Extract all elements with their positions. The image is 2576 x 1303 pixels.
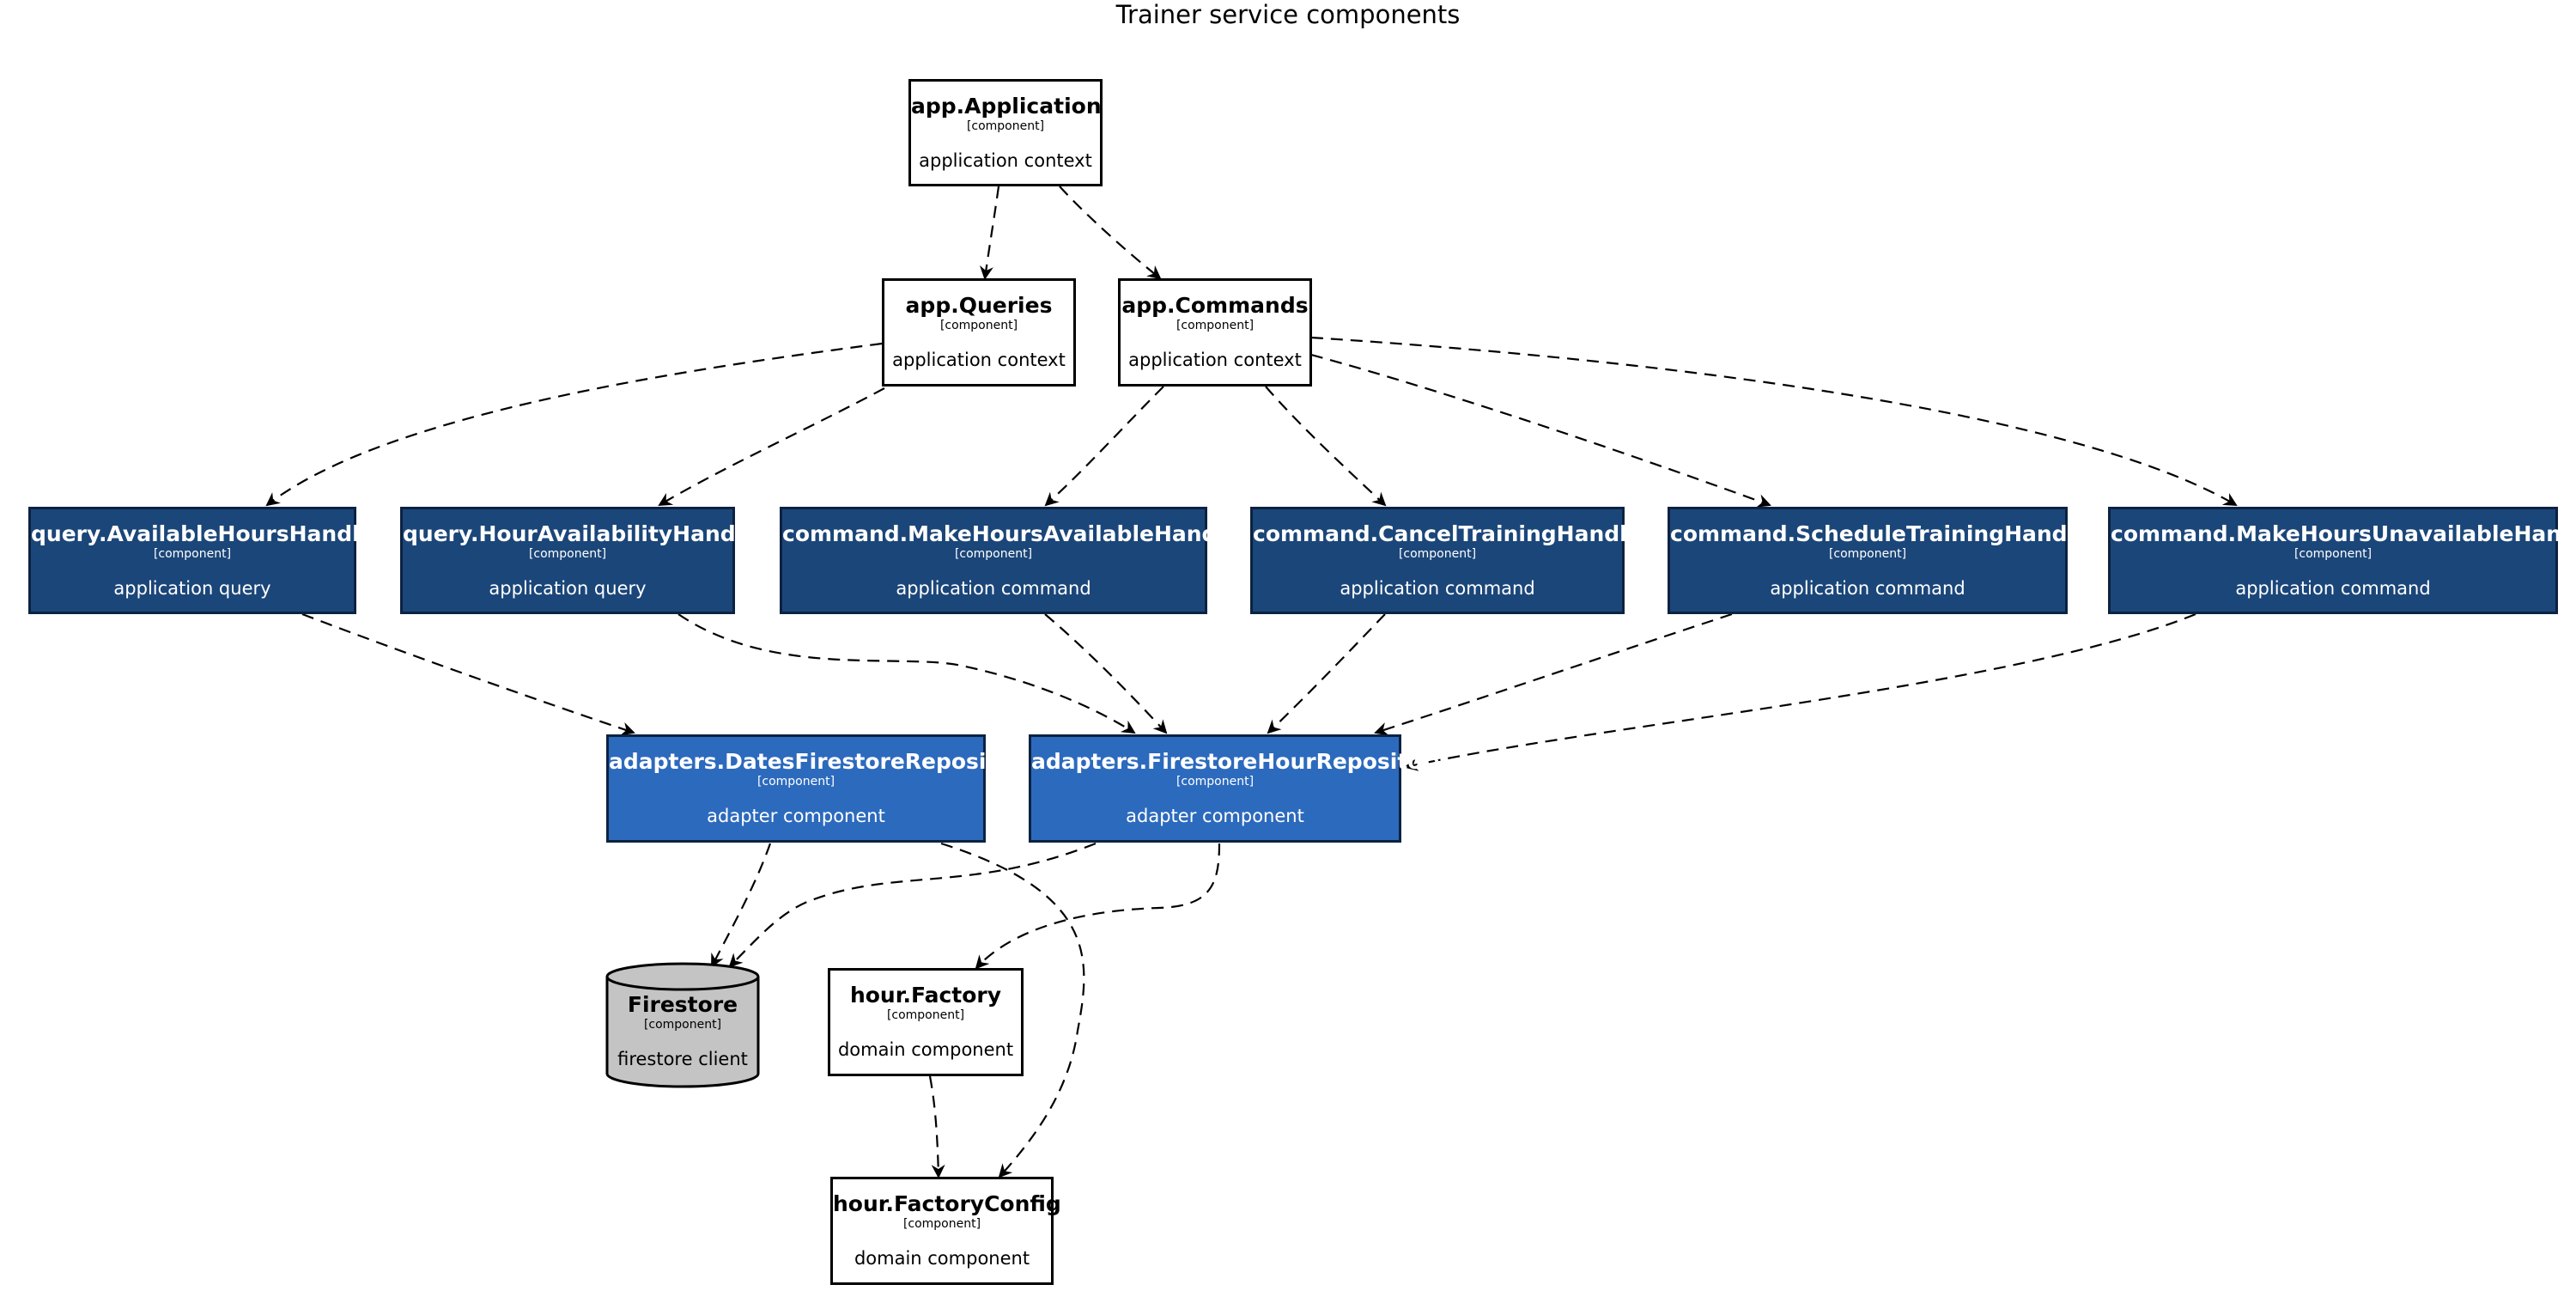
edge-application-to-queries [980,186,1000,280]
node-type: [component] [1828,547,1907,561]
node-description: adapter component [707,806,885,826]
node-name: query.HourAvailabilityHandler [403,521,769,546]
node-name: hour.Factory [849,983,1002,1008]
edge-make-available-to-hour-repo [1044,613,1168,734]
node-type: [component] [886,1008,965,1022]
edge-queries-to-available-hours [265,342,883,507]
node-type: [component] [2293,547,2372,561]
node-app-application: app.Application [component] application … [908,79,1103,186]
node-type: [component] [966,119,1045,133]
node-hour-factory-config: hour.FactoryConfig [component] domain co… [830,1177,1061,1285]
node-name: hour.FactoryConfig [833,1191,1061,1216]
node-hour-availability-handler: query.HourAvailabilityHandler [component… [400,507,769,614]
node-type: [component] [1176,319,1255,332]
edge-make-unavailable-to-hour-repo [1404,612,2196,771]
node-description: application command [896,578,1091,599]
node-description: application context [1128,350,1302,370]
node-name: adapters.DatesFirestoreRepository [609,749,1036,774]
node-name: command.MakeHoursUnavailableHandler [2111,521,2576,546]
edge-commands-to-make-available [1044,386,1164,507]
node-type: [component] [1176,775,1255,788]
edge-dates-repo-to-factory-config [940,842,1085,1178]
node-type: [component] [1398,547,1477,561]
edge-factory-to-factory-config [928,1075,945,1178]
node-type: [component] [939,319,1018,332]
node-name: query.AvailableHoursHandler [31,521,385,546]
edge-queries-to-hour-availability [658,387,885,507]
edge-hour-repo-to-firestore [728,842,1097,968]
node-firestore-hour-repository: adapters.FirestoreHourRepository [compon… [1029,734,1448,843]
node-description: application query [113,578,271,599]
node-description: domain component [854,1248,1030,1269]
node-description: application command [1770,578,1965,599]
diagram-title: Trainer service components [1115,0,1461,29]
node-description: application query [489,578,647,599]
edge-application-to-commands [1059,186,1162,280]
node-description: adapter component [1126,806,1304,826]
node-name: app.Commands [1121,293,1309,318]
edge-commands-to-make-unavailable [1310,336,2238,507]
node-make-hours-available-handler: command.MakeHoursAvailableHandler [compo… [780,507,1250,614]
node-available-hours-handler: query.AvailableHoursHandler [component] … [28,507,385,614]
edge-dates-repo-to-firestore [711,843,772,968]
node-type: [component] [153,547,232,561]
node-cancel-training-handler: command.CancelTrainingHandler [component… [1250,507,1652,614]
node-type: [component] [643,1018,722,1032]
node-name: app.Queries [905,293,1053,318]
node-description: application command [2235,578,2431,599]
edge-commands-to-schedule-training [1310,353,1771,508]
node-name: adapters.FirestoreHourRepository [1031,749,1448,774]
node-name: command.CancelTrainingHandler [1253,521,1652,546]
edge-commands-to-cancel-training [1265,386,1387,507]
node-description: firestore client [617,1049,748,1069]
firestore-cylinder-shape [605,962,760,1088]
node-type: [component] [954,547,1033,561]
node-make-hours-unavailable-handler: command.MakeHoursUnavailableHandler [com… [2108,507,2576,614]
node-type: [component] [902,1217,981,1231]
edge-schedule-training-to-hour-repo [1374,612,1733,736]
node-description: domain component [837,1039,1014,1060]
node-schedule-training-handler: command.ScheduleTrainingHandler [compone… [1668,507,2100,614]
node-name: command.MakeHoursAvailableHandler [782,521,1250,546]
edge-hour-availability-to-hour-repo [677,613,1136,734]
edge-available-hours-to-dates-repo [301,612,635,736]
node-description: application context [892,350,1066,370]
node-type: [component] [756,775,835,788]
node-type: [component] [528,547,607,561]
node-description: application context [919,150,1092,171]
node-hour-factory: hour.Factory [component] domain componen… [828,968,1024,1076]
node-description: application command [1340,578,1535,599]
node-app-queries: app.Queries [component] application cont… [882,278,1076,387]
node-name: Firestore [627,992,738,1017]
node-firestore: Firestore [component] firestore client [607,992,758,1070]
edge-cancel-training-to-hour-repo [1267,613,1386,734]
node-name: app.Application [911,94,1102,119]
node-dates-firestore-repository: adapters.DatesFirestoreRepository [compo… [606,734,1036,843]
node-app-commands: app.Commands [component] application con… [1118,278,1312,387]
node-name: command.ScheduleTrainingHandler [1670,521,2100,546]
edge-hour-repo-to-factory [975,843,1221,970]
